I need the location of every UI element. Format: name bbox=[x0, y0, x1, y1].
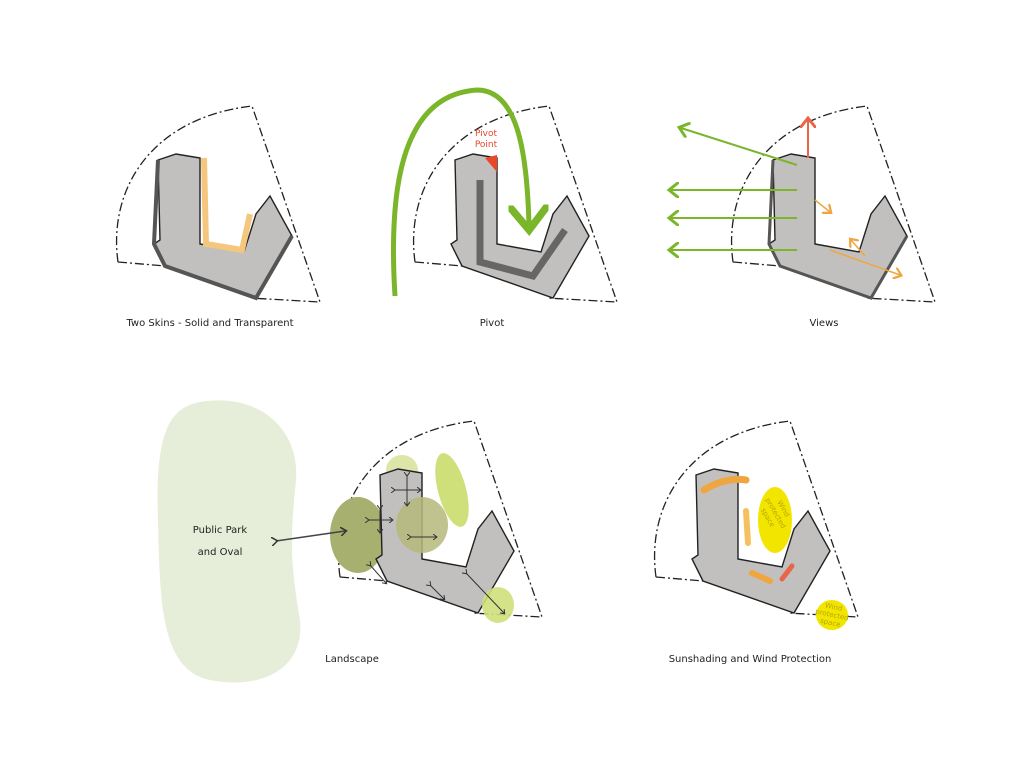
sunshade bbox=[779, 563, 795, 582]
sunshade bbox=[700, 475, 750, 494]
landscape-zone bbox=[482, 587, 514, 623]
park-connection-arrow bbox=[276, 531, 345, 541]
view-arrow bbox=[681, 128, 798, 166]
wind-protected-zone bbox=[758, 487, 792, 553]
building bbox=[768, 153, 908, 299]
sunshade bbox=[749, 570, 773, 584]
panel-two-skins bbox=[115, 105, 321, 303]
panel-landscape bbox=[157, 400, 543, 683]
landscape-zone bbox=[435, 453, 469, 527]
landscape-zone bbox=[330, 497, 386, 573]
panel-sunshading bbox=[653, 420, 859, 630]
caption-sunshading: Sunshading and Wind Protection bbox=[668, 654, 832, 665]
park-label-line: and Oval bbox=[197, 547, 243, 558]
park-label: Public Park and Oval bbox=[180, 520, 260, 564]
building bbox=[153, 153, 293, 299]
sunshade bbox=[743, 508, 751, 546]
rotation-arrow bbox=[390, 87, 529, 297]
view-arrow bbox=[829, 249, 900, 275]
caption-two-skins: Two Skins - Solid and Transparent bbox=[126, 318, 294, 329]
pivot-label-line: Pivot bbox=[474, 129, 498, 139]
pivot-path bbox=[476, 180, 568, 281]
solid-skin bbox=[151, 159, 294, 301]
view-arrow bbox=[851, 240, 866, 257]
pivot-label-line: Point bbox=[474, 140, 498, 150]
panel-pivot bbox=[390, 87, 618, 303]
caption-pivot: Pivot bbox=[479, 318, 505, 329]
pivot-point-marker bbox=[485, 155, 497, 172]
caption-landscape: Landscape bbox=[325, 654, 379, 665]
pivot-point-label: Pivot Point bbox=[466, 129, 506, 151]
public-park bbox=[157, 400, 301, 683]
building bbox=[450, 153, 590, 299]
landscape-zone bbox=[396, 497, 448, 553]
wind-protected-zone bbox=[816, 600, 848, 630]
view-arrow bbox=[814, 199, 830, 212]
park-label-line: Public Park bbox=[192, 525, 248, 536]
building bbox=[691, 468, 831, 614]
panel-views bbox=[671, 105, 936, 303]
caption-views: Views bbox=[809, 318, 839, 329]
transparent-skin bbox=[201, 157, 253, 254]
